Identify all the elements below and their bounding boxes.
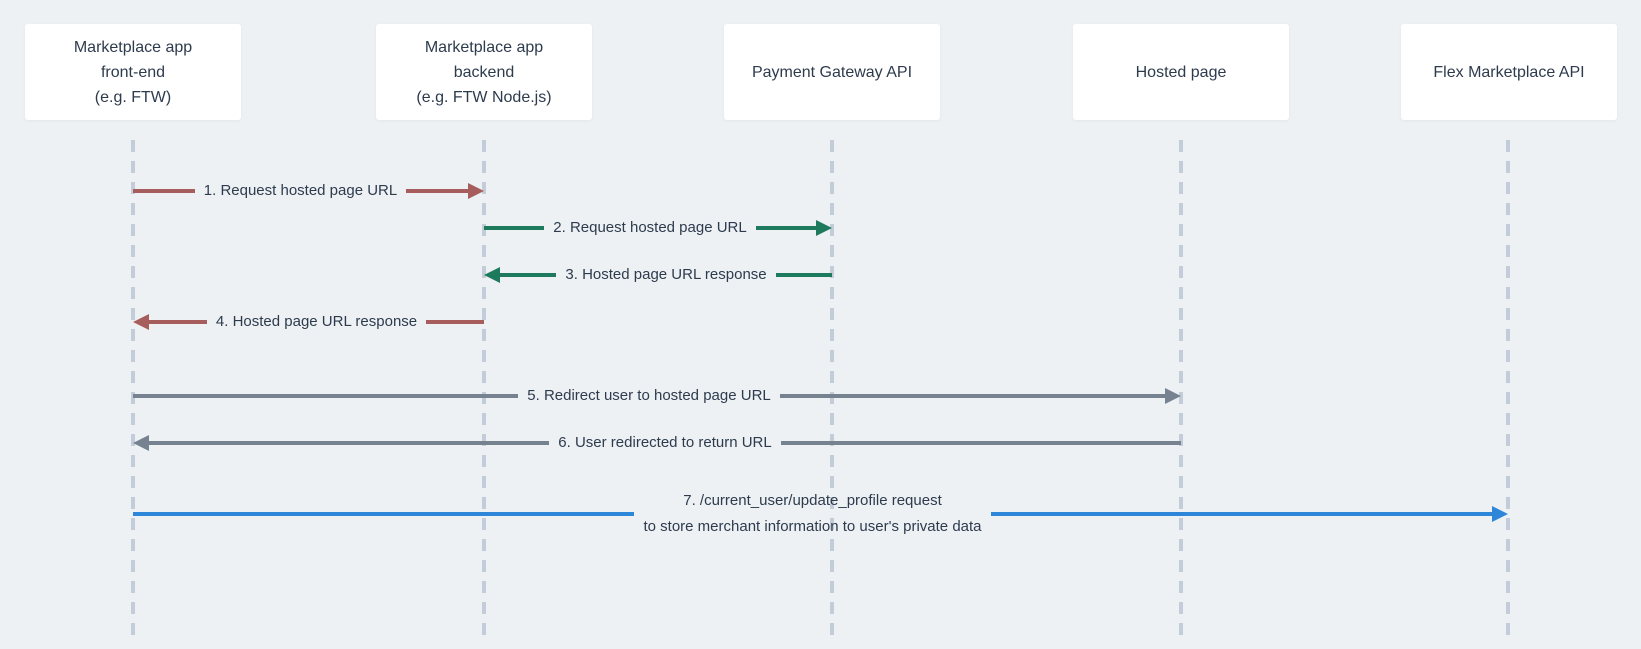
message-label: 3. Hosted page URL response (565, 266, 767, 283)
participant-label-line: Marketplace app (424, 38, 544, 56)
participant-label-line: Flex Marketplace API (1433, 63, 1585, 81)
participant-label-line: front-end (100, 63, 166, 81)
participant-label-line: (e.g. FTW) (94, 88, 172, 106)
arrow-line (149, 441, 550, 445)
message-arrow-3: 3. Hosted page URL response (484, 265, 833, 285)
message-label-line-1: 7. /current_user/update_profile request (683, 492, 942, 509)
message-label: 5. Redirect user to hosted page URL (527, 387, 771, 404)
message-arrow-7: 7. /current_user/update_profile request … (133, 488, 1508, 540)
arrow-line (990, 512, 1492, 516)
arrowhead-right-icon (1165, 388, 1182, 404)
lifeline-backend (482, 140, 486, 638)
message-label: 6. User redirected to return URL (558, 434, 772, 451)
participant-box-frontend: Marketplace app front-end (e.g. FTW) (25, 24, 241, 120)
participant-label-line: backend (453, 63, 515, 81)
participant-box-payment-gateway: Payment Gateway API (724, 24, 940, 120)
message-label: 7. /current_user/update_profile request … (643, 488, 981, 540)
participant-box-hosted-page: Hosted page (1073, 24, 1289, 120)
message-label-line-2: to store merchant information to user's … (643, 518, 982, 535)
lifeline-payment-gateway (830, 140, 834, 638)
message-arrow-5: 5. Redirect user to hosted page URL (133, 386, 1182, 406)
arrowhead-left-icon (133, 314, 149, 330)
participant-box-backend: Marketplace app backend (e.g. FTW Node.j… (376, 24, 592, 120)
lifeline-flex-api (1506, 140, 1510, 638)
message-arrow-4: 4. Hosted page URL response (133, 312, 485, 332)
arrow-line (780, 441, 1182, 445)
participant-label-line: Hosted page (1135, 63, 1227, 81)
arrowhead-right-icon (468, 183, 484, 199)
arrow-line (426, 320, 485, 324)
message-arrow-2: 2. Request hosted page URL (484, 218, 832, 238)
participant-label-line: (e.g. FTW Node.js) (416, 88, 552, 106)
arrowhead-right-icon (816, 220, 832, 236)
arrow-line (484, 226, 545, 230)
arrow-line (133, 189, 195, 193)
message-label: 1. Request hosted page URL (203, 182, 398, 199)
message-label: 2. Request hosted page URL (553, 219, 747, 236)
participant-label-line: Marketplace app (73, 38, 193, 56)
arrow-line (133, 394, 519, 398)
arrow-line (779, 394, 1166, 398)
participant-box-flex-api: Flex Marketplace API (1401, 24, 1617, 120)
message-arrow-1: 1. Request hosted page URL (133, 181, 484, 201)
arrow-line (500, 273, 557, 277)
arrow-line (755, 226, 816, 230)
arrowhead-left-icon (133, 435, 149, 451)
arrowhead-left-icon (484, 267, 500, 283)
arrowhead-right-icon (1492, 506, 1508, 522)
participant-label-line: Payment Gateway API (751, 63, 913, 81)
arrow-line (149, 320, 207, 324)
arrow-line (406, 189, 468, 193)
arrow-line (133, 512, 635, 516)
lifeline-frontend (131, 140, 135, 638)
message-label: 4. Hosted page URL response (215, 313, 418, 330)
arrow-line (775, 273, 833, 277)
message-arrow-6: 6. User redirected to return URL (133, 433, 1182, 453)
